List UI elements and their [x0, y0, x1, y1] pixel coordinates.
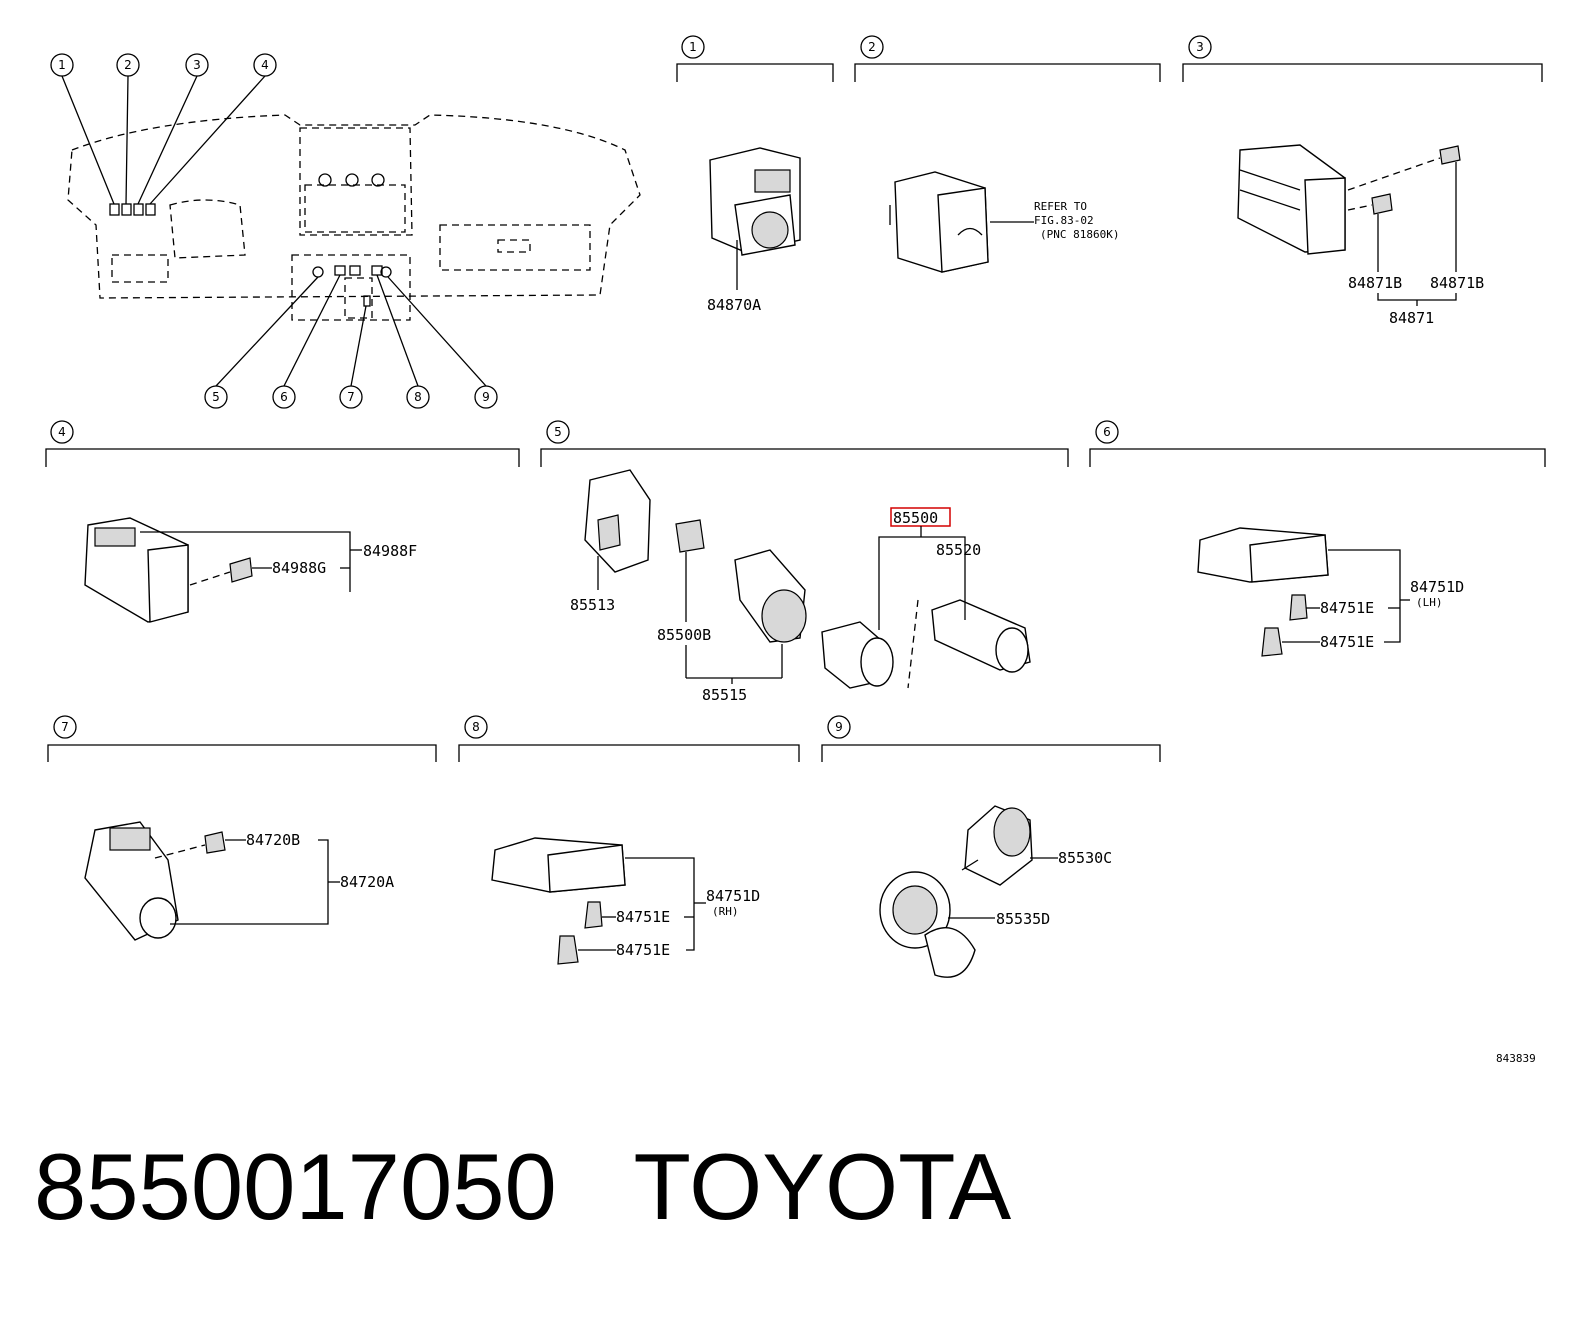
switch-trunk-icon	[889, 171, 989, 273]
refer-line-1: REFER TO	[1034, 200, 1087, 213]
switch-84988f-icon	[84, 517, 189, 623]
part-label-85530c: 85530C	[1058, 849, 1112, 867]
outlet-cover-85535d-icon	[879, 871, 976, 978]
section-1: 1 84870A	[676, 35, 834, 314]
bulb-icon	[1371, 193, 1393, 215]
section-2: 2 REFER TO FIG.83-02 (PNC 81860K)	[854, 35, 1161, 273]
refer-line-3: (PNC 81860K)	[1040, 228, 1119, 241]
part-label-85500-highlighted: 85500	[893, 509, 938, 527]
svg-text:8: 8	[414, 390, 422, 404]
bulb-icon	[1261, 627, 1283, 657]
overview-callout-6: 6	[272, 385, 296, 409]
bulb-icon	[204, 831, 226, 854]
part-label-84751e-lh-2: 84751E	[1320, 633, 1374, 651]
switch-84870a-icon	[709, 147, 801, 256]
part-label-84871b-1: 84871B	[1348, 274, 1402, 292]
seat-heater-switch-lh-icon	[1197, 527, 1329, 583]
section-9: 9 85530C 85535D	[821, 715, 1161, 978]
section-4: 4 84988F 84988G	[45, 420, 520, 623]
part-label-84751e-rh-1: 84751E	[616, 908, 670, 926]
part-label-rh-suffix: (RH)	[712, 905, 739, 918]
part-label-84871: 84871	[1389, 309, 1434, 327]
seat-heater-switch-rh-icon	[491, 837, 626, 893]
brand-name: TOYOTA	[633, 1134, 1012, 1239]
part-label-84751e-lh-1: 84751E	[1320, 599, 1374, 617]
overview-callout-8: 8	[406, 385, 430, 409]
svg-text:6: 6	[280, 390, 288, 404]
overview-callout-7: 7	[339, 385, 363, 409]
part-label-84720b: 84720B	[246, 831, 300, 849]
overview-callout-3: 3	[185, 53, 209, 77]
svg-text:2: 2	[124, 58, 132, 72]
overview-callout-1: 1	[50, 53, 74, 77]
part-label-84751d-rh: 84751D	[706, 887, 760, 905]
section-4-callout: 4	[58, 425, 66, 439]
part-label-84988f: 84988F	[363, 542, 417, 560]
section-7: 7 84720B 84720A	[47, 715, 437, 941]
part-number: 8550017050	[34, 1134, 557, 1239]
part-label-84988g: 84988G	[272, 559, 326, 577]
section-3-callout: 3	[1196, 40, 1204, 54]
socket-ring-icon	[734, 549, 807, 643]
part-label-84870a: 84870A	[707, 296, 761, 314]
part-label-84871b-2: 84871B	[1430, 274, 1484, 292]
svg-text:3: 3	[193, 58, 201, 72]
svg-text:5: 5	[212, 390, 220, 404]
part-label-84751e-rh-2: 84751E	[616, 941, 670, 959]
part-label-85535d: 85535D	[996, 910, 1050, 928]
part-title: 8550017050 TOYOTA	[34, 1140, 1011, 1234]
refer-line-2: FIG.83-02	[1034, 214, 1094, 227]
section-7-callout: 7	[61, 720, 69, 734]
part-label-84720a: 84720A	[340, 873, 394, 891]
svg-text:9: 9	[482, 390, 490, 404]
section-5: 5 85513 85500B 85515 85500	[540, 420, 1069, 704]
section-1-callout: 1	[689, 40, 697, 54]
section-8: 8 84751D (RH) 84751E 84751E	[458, 715, 800, 965]
lighter-socket-icon	[821, 621, 894, 689]
figure-code: 843839	[1496, 1052, 1536, 1065]
overview-callout-5: 5	[204, 385, 228, 409]
part-label-85513: 85513	[570, 596, 615, 614]
svg-text:7: 7	[347, 390, 355, 404]
lighter-plug-icon	[931, 599, 1031, 673]
bulb-icon	[557, 935, 579, 965]
overview-callout-4: 4	[253, 53, 277, 77]
section-3: 3 84871B 84871B 84871	[1182, 35, 1543, 327]
section-9-callout: 9	[835, 720, 843, 734]
switch-84871-icon	[1237, 144, 1346, 255]
section-6: 6 84751D (LH) 84751E 84751E	[1089, 420, 1546, 657]
power-outlet-85530c-icon	[961, 805, 1033, 886]
overview-callout-2: 2	[116, 53, 140, 77]
svg-text:4: 4	[261, 58, 269, 72]
section-2-callout: 2	[868, 40, 876, 54]
bulb-icon	[229, 557, 253, 583]
part-label-lh-suffix: (LH)	[1416, 596, 1443, 609]
bulb-icon	[675, 519, 705, 553]
dashboard-overview: 1 2 3 4 5 6 7 8 9	[50, 53, 641, 409]
bulb-icon	[584, 901, 603, 929]
part-label-84751d-lh: 84751D	[1410, 578, 1464, 596]
part-label-85515: 85515	[702, 686, 747, 704]
section-6-callout: 6	[1103, 425, 1111, 439]
part-label-85520: 85520	[936, 541, 981, 559]
section-5-callout: 5	[554, 425, 562, 439]
bulb-icon	[1289, 594, 1308, 621]
bulb-icon	[1439, 145, 1461, 165]
section-8-callout: 8	[472, 720, 480, 734]
bracket-85513-icon	[584, 469, 651, 573]
switch-84720a-icon	[84, 821, 179, 941]
part-label-85500b: 85500B	[657, 626, 711, 644]
overview-callout-9: 9	[474, 385, 498, 409]
svg-text:1: 1	[58, 58, 66, 72]
